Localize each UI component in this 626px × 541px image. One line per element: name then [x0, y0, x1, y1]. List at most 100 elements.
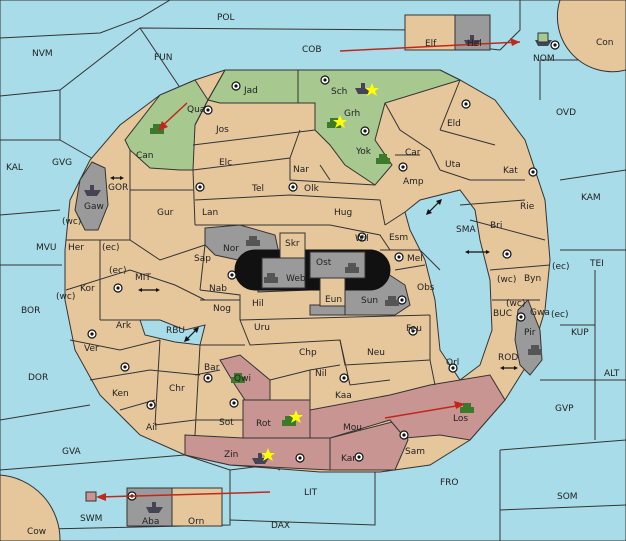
label-alt: ALT: [604, 369, 620, 379]
nom-flag: [537, 32, 549, 43]
coast-gwa-wc: (wc): [506, 299, 525, 309]
sea-labels: POL NVM FUN COB KAL GVG GOR MVU MIT BOR …: [6, 13, 620, 537]
order-arrows: [96, 38, 521, 501]
label-gvp: GVP: [555, 404, 574, 414]
swm-flag: [85, 491, 97, 502]
label-nvm: NVM: [32, 49, 53, 59]
label-yok: Yok: [355, 147, 372, 157]
label-ark: Ark: [116, 321, 132, 331]
label-ken: Ken: [112, 389, 129, 399]
coast-gwa-ec: (ec): [551, 310, 569, 320]
label-aba: Aba: [142, 517, 159, 527]
skr-region[interactable]: [279, 232, 306, 259]
army-icon: [376, 154, 390, 164]
label-bar: Bar: [204, 363, 220, 373]
label-sap: Sap: [194, 254, 211, 264]
label-gvg: GVG: [52, 158, 72, 168]
label-neu: Neu: [367, 348, 385, 358]
label-ail: Ail: [146, 423, 157, 433]
label-nog: Nog: [213, 304, 231, 314]
label-sun: Sun: [361, 296, 378, 306]
label-feu: Feu: [406, 324, 422, 334]
coast-kor-wc: (wc): [56, 292, 75, 302]
label-bor: BOR: [21, 306, 40, 316]
sma-inner-sea: [404, 189, 493, 381]
dislodged-star-icon: [289, 410, 303, 423]
label-nab: Nab: [209, 284, 227, 294]
dislodged-star-icon: [333, 115, 347, 128]
eun-region[interactable]: [319, 277, 346, 307]
con-region[interactable]: [556, 0, 626, 73]
label-kam: KAM: [581, 193, 601, 203]
label-rie: Rie: [520, 202, 535, 212]
adjacency-arrows: [110, 176, 518, 370]
units: [84, 32, 552, 513]
label-eld: Eld: [447, 119, 461, 129]
label-elf: Elf: [425, 39, 437, 49]
label-olk: Olk: [304, 184, 320, 194]
army-icon: [282, 416, 296, 426]
label-tei: TEI: [589, 259, 604, 269]
army-icon: [528, 345, 542, 355]
label-rot: Rot: [256, 419, 271, 429]
label-lan: Lan: [202, 208, 218, 218]
label-ost: Ost: [316, 258, 332, 268]
label-nar: Nar: [293, 165, 309, 175]
los-mou-region[interactable]: [309, 374, 506, 441]
kar-region[interactable]: [329, 419, 409, 471]
dislodged-star-icon: [365, 83, 379, 96]
label-sma: SMA: [456, 225, 476, 235]
label-kar: Kar: [341, 454, 356, 464]
label-dax: DAX: [271, 521, 290, 531]
label-qwi: Qwi: [234, 374, 251, 384]
label-kaa: Kaa: [335, 391, 352, 401]
label-fun: FUN: [154, 53, 173, 63]
coast-her-wc: (wc): [62, 217, 81, 227]
army-icon: [246, 236, 260, 246]
label-sch: Sch: [331, 87, 347, 97]
label-jos: Jos: [215, 125, 229, 135]
label-pir: Pir: [524, 328, 536, 338]
label-hel: Hel: [467, 39, 482, 49]
coast-her-ec: (ec): [102, 243, 120, 253]
fleet-icon: [84, 185, 101, 196]
label-orl: Orl: [446, 358, 459, 368]
label-gur: Gur: [157, 208, 174, 218]
label-uru: Uru: [254, 323, 270, 333]
label-dor: DOR: [28, 373, 48, 383]
label-kup: KUP: [571, 328, 589, 338]
label-orn: Orn: [188, 517, 204, 527]
cow-region[interactable]: [0, 474, 61, 541]
label-esm: Esm: [389, 233, 408, 243]
label-car: Car: [405, 148, 421, 158]
rot-region[interactable]: [242, 399, 311, 439]
label-kor: Kor: [80, 284, 95, 294]
label-tel: Tel: [251, 184, 264, 194]
label-ver: Ver: [84, 344, 99, 354]
label-amp: Amp: [403, 177, 424, 187]
label-fro: FRO: [440, 478, 459, 488]
label-buc: BUC: [493, 309, 512, 319]
army-icon: [264, 273, 278, 283]
army-icon: [231, 373, 245, 383]
label-grh: Grh: [344, 109, 360, 119]
label-wil: Wil: [355, 234, 369, 244]
label-elc: Elc: [219, 158, 232, 168]
label-som: SOM: [557, 492, 578, 502]
label-kal: KAL: [6, 163, 23, 173]
label-cow: Cow: [27, 527, 46, 537]
coast-kor-ec: (ec): [109, 266, 127, 276]
label-con: Con: [596, 38, 614, 48]
label-gaw: Gaw: [84, 202, 104, 212]
label-kat: Kat: [503, 166, 518, 176]
label-hil: Hil: [252, 299, 264, 309]
label-bri: Bri: [490, 221, 502, 231]
label-hug: Hug: [334, 208, 352, 218]
label-mel: Mel: [407, 254, 423, 264]
label-pol: POL: [217, 13, 235, 23]
label-qua: Qua: [187, 105, 205, 115]
label-skr: Skr: [285, 239, 300, 249]
label-eun: Eun: [325, 295, 342, 305]
label-swm: SWM: [80, 514, 102, 524]
